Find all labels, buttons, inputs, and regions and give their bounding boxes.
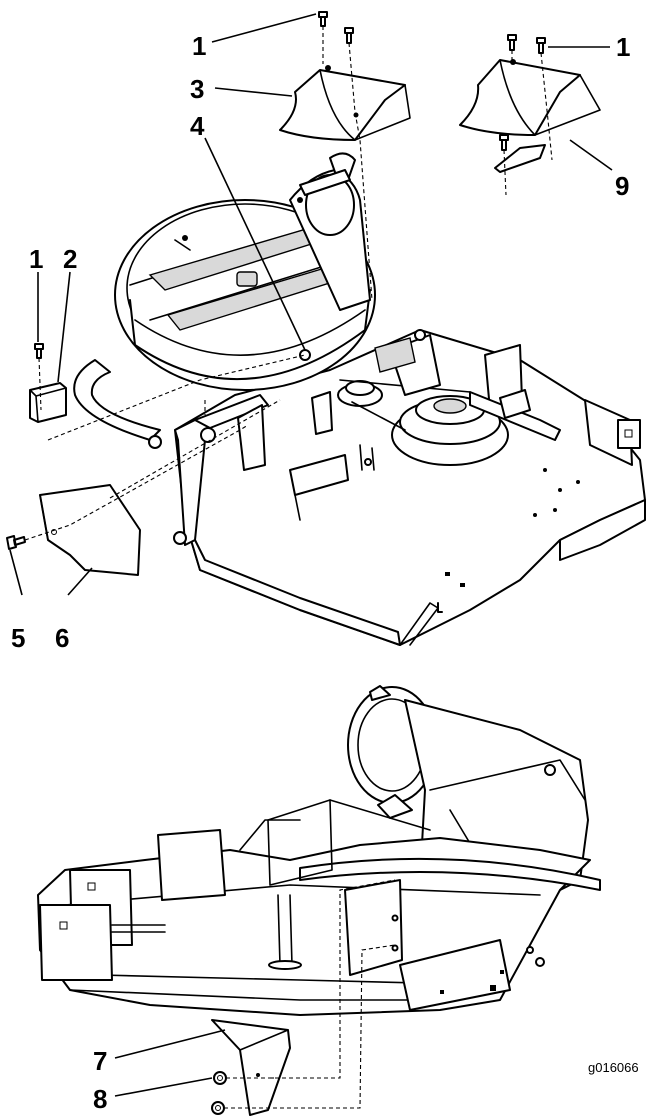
callout-9: 9 xyxy=(615,171,629,201)
figure-id: g016066 xyxy=(588,1060,639,1075)
cover-block-part-2 xyxy=(29,382,67,423)
leader-7 xyxy=(114,1029,226,1059)
callout-4: 4 xyxy=(190,111,205,141)
callout-7: 7 xyxy=(93,1046,107,1076)
callout-2: 2 xyxy=(63,244,77,274)
deflector-part-3 xyxy=(279,65,411,141)
callout-6: 6 xyxy=(55,623,69,653)
callout-5: 5 xyxy=(11,623,25,653)
leader-lines-top xyxy=(9,13,613,596)
callout-3: 3 xyxy=(190,74,204,104)
callout-1-left: 1 xyxy=(29,244,43,274)
callout-1-top: 1 xyxy=(192,31,206,61)
leader-8 xyxy=(114,1077,213,1097)
alignment-lines-bottom xyxy=(224,879,396,1109)
alignment-lines-top xyxy=(24,26,553,541)
bolt-icons-part-1 xyxy=(34,11,546,359)
plate-part-6 xyxy=(39,484,141,576)
callout-1-right: 1 xyxy=(616,32,630,62)
deflector-part-9 xyxy=(459,59,601,173)
nut-icons-part-8 xyxy=(211,1071,227,1115)
callout-8: 8 xyxy=(93,1084,107,1114)
pulley-assembly xyxy=(337,329,561,466)
screw-icon-part-5 xyxy=(6,535,26,550)
bracket-part-7 xyxy=(211,1019,291,1116)
mower-deck-top-view xyxy=(73,152,646,646)
mower-deck-underside-view xyxy=(37,685,601,1016)
